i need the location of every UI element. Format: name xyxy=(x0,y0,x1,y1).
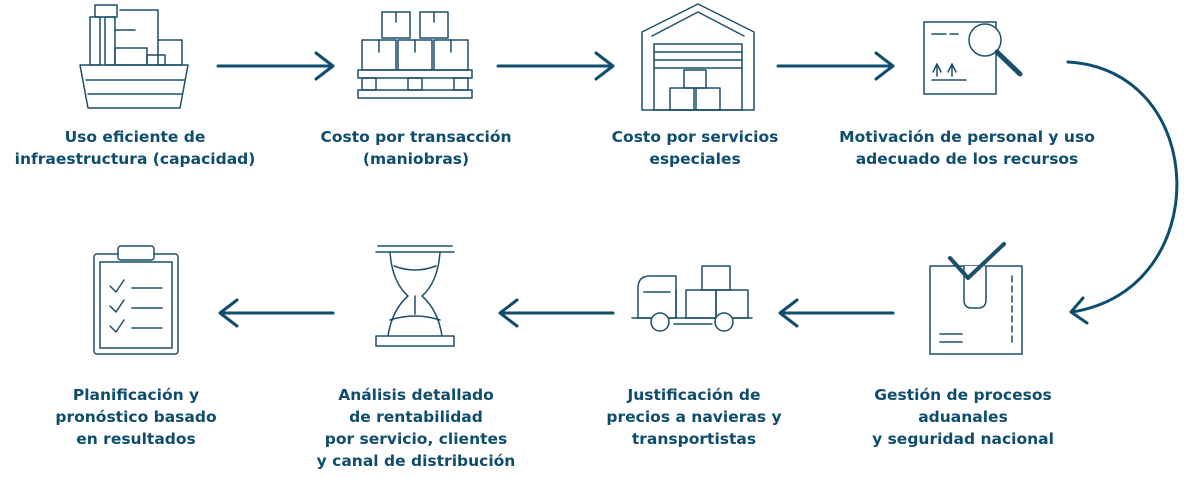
step-3-line-1: Costo por servicios xyxy=(611,128,779,146)
step-6-line-1: Justificación de xyxy=(627,386,761,404)
step-8-label: Planificación y pronóstico basado en res… xyxy=(55,384,216,450)
step-6-line-2: precios a navieras y xyxy=(606,408,782,426)
warehouse-icon xyxy=(641,3,755,111)
step-7-label: Análisis detallado de rentabilidad por s… xyxy=(317,384,516,472)
step-6-label: Justificación de precios a navieras y tr… xyxy=(606,384,781,450)
step-2-line-2: (maniobras) xyxy=(362,150,470,168)
step-4-line-2: adecuado de los recursos xyxy=(855,150,1079,168)
step-2-line-1: Costo por transacción xyxy=(320,128,512,146)
step-1-label: Uso eficiente de infraestructura (capaci… xyxy=(15,126,256,170)
step-7-line-2: de rentabilidad xyxy=(349,408,483,426)
arrow-step5-to-step6 xyxy=(778,298,895,328)
magnifier-document-icon xyxy=(923,21,1023,95)
step-7-line-4: y canal de distribución xyxy=(316,452,516,470)
step-2-label: Costo por transacción (maniobras) xyxy=(320,126,511,170)
ship-crane-icon xyxy=(79,4,189,109)
arrow-step2-to-step3 xyxy=(496,51,615,81)
step-3-label: Costo por servicios especiales xyxy=(612,126,779,170)
step-5-line-3: y seguridad nacional xyxy=(872,430,1054,448)
step-1-line-1: Uso eficiente de xyxy=(64,128,206,146)
step-7-line-1: Análisis detallado xyxy=(338,386,494,404)
step-5-label: Gestión de procesos aduanales y segurida… xyxy=(872,384,1054,450)
step-5-line-2: aduanales xyxy=(918,408,1008,426)
arrow-step1-to-step2 xyxy=(216,51,335,81)
step-5-line-1: Gestión de procesos xyxy=(874,386,1052,404)
step-4-label: Motivación de personal y uso adecuado de… xyxy=(839,126,1095,170)
step-1-line-2: infraestructura (capacidad) xyxy=(14,150,256,168)
step-8-line-2: pronóstico basado xyxy=(55,408,217,426)
checked-box-icon xyxy=(929,242,1023,355)
arrow-step3-to-step4 xyxy=(776,51,895,81)
step-7-line-3: por servicio, clientes xyxy=(324,430,508,448)
arrow-step4-to-step5-curve xyxy=(1066,60,1179,325)
pallet-boxes-icon xyxy=(357,11,473,99)
step-8-line-1: Planificación y xyxy=(72,386,200,404)
step-4-line-1: Motivación de personal y uso xyxy=(839,128,1095,146)
step-8-line-3: en resultados xyxy=(76,430,196,448)
arrow-step6-to-step7 xyxy=(498,298,615,328)
arrow-step7-to-step8 xyxy=(218,298,335,328)
delivery-truck-icon xyxy=(631,265,753,332)
hourglass-icon xyxy=(375,245,455,347)
clipboard-checklist-icon xyxy=(93,245,179,355)
step-3-line-2: especiales xyxy=(649,150,741,168)
step-6-line-3: transportistas xyxy=(631,430,757,448)
